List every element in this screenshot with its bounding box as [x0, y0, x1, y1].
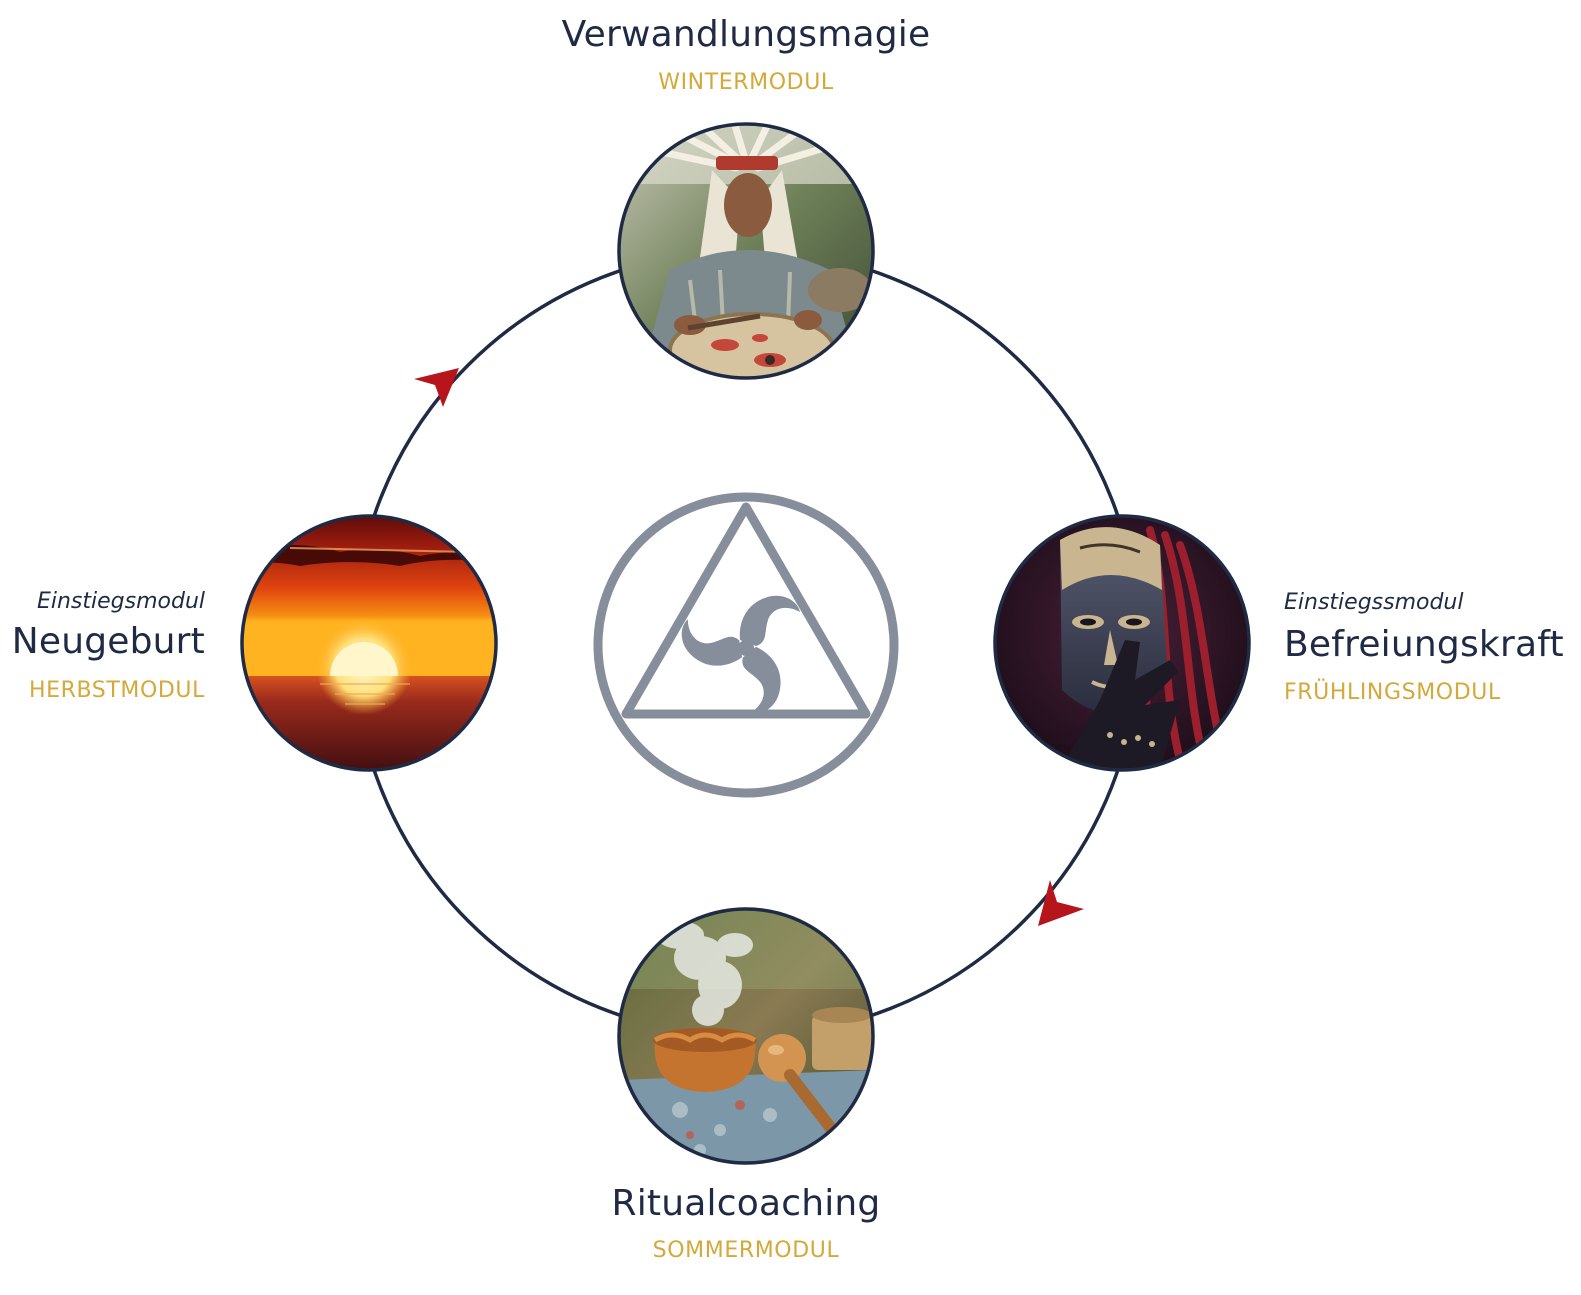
module-intro-left: Einstiegsmodul: [36, 589, 205, 614]
module-season-bottom: SOMMERMODUL: [652, 1238, 840, 1263]
cycle-arrow-upper-left: [414, 368, 459, 407]
module-intro-right: Einstiegssmodul: [1284, 590, 1464, 615]
module-title-bottom: Ritualcoaching: [611, 1183, 881, 1224]
smoking-clay-pot-photo: [617, 907, 875, 1165]
module-title-right: Befreiungskraft: [1284, 624, 1564, 665]
module-season-left: HERBSTMODUL: [28, 678, 205, 703]
cycle-arrow-lower-right: [1038, 880, 1084, 926]
triskelion-icon: [673, 595, 800, 721]
module-title-top: Verwandlungsmagie: [561, 14, 931, 55]
ocean-sunset-photo: [240, 514, 498, 772]
module-season-right: FRÜHLINGSMODUL: [1284, 680, 1501, 705]
carved-mask-photo: [993, 514, 1251, 772]
headdress-elder-with-drum-photo: [617, 122, 875, 380]
center-symbol: [593, 492, 899, 798]
module-season-top: WINTERMODUL: [658, 70, 834, 95]
module-title-left: Neugeburt: [11, 621, 205, 662]
center-symbol-triangle: [621, 502, 871, 719]
